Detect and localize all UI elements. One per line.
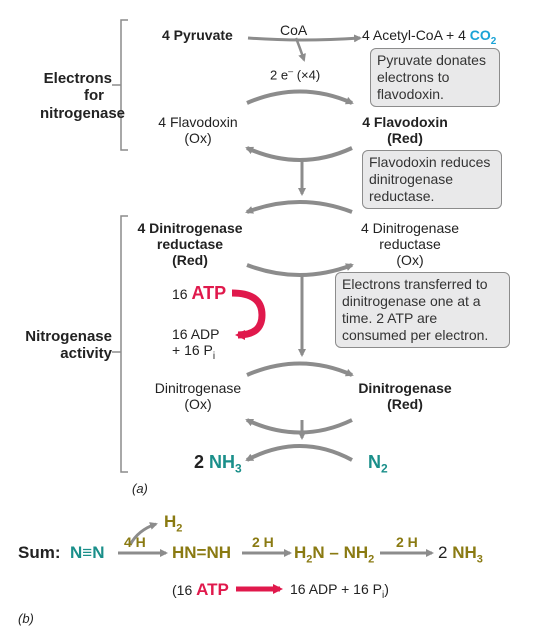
reductase-ox-line2: reductase xyxy=(379,236,441,253)
electrons-sup: – xyxy=(288,66,294,76)
side-label-electrons-line1: Electrons xyxy=(43,70,112,87)
atp-count: 16 xyxy=(172,286,192,302)
adp-line1: 16 ADP xyxy=(172,326,220,342)
reductase-ox-line3: (Ox) xyxy=(396,252,424,269)
ammonia-sub: 3 xyxy=(235,461,242,476)
reductase-ox-line1: 4 Dinitrogenase xyxy=(360,220,460,236)
electrons-text: 2 e xyxy=(270,67,289,83)
co2-label: CO2 xyxy=(469,27,497,47)
diazene: HN=NH xyxy=(172,543,232,562)
adp-b-sub: i xyxy=(381,589,385,601)
ammonia-final-text: NH xyxy=(452,543,477,562)
arrow-flavo-bottom xyxy=(245,146,353,162)
h2-sub: 2 xyxy=(176,522,183,535)
box-pyruvate-donates: Pyruvate donates electrons to flavodoxin… xyxy=(370,48,500,107)
ammonia-product: 2 NH3 xyxy=(194,452,242,476)
side-label-electrons: Electrons for nitrogenase xyxy=(40,70,126,122)
paren-open-text: (16 xyxy=(172,582,197,598)
side-label-electrons-line2: for xyxy=(84,87,104,105)
adp-line2: + 16 Pi xyxy=(172,342,219,362)
dinitrogenase-red-line1: Dinitrogenase xyxy=(358,380,452,396)
ammonia-count: 2 xyxy=(194,452,210,472)
adp-line2-text: + 16 P xyxy=(172,342,213,359)
step1-4h: 4 H xyxy=(124,534,146,550)
atp-label: 16 ATP xyxy=(172,283,226,304)
sum-label: Sum: xyxy=(18,543,61,562)
box-electrons-transferred: Electrons transferred to dinitrogenase o… xyxy=(335,272,510,348)
side-label-nitrogenase: Nitrogenase activity xyxy=(20,328,112,363)
acetyl-coa-label: 4 Acetyl-CoA + 4 CO2 xyxy=(362,27,496,47)
hydrazine-n: N – NH xyxy=(312,543,369,562)
co2-text: CO xyxy=(469,27,491,43)
flavodoxin-red-line2: (Red) xyxy=(387,130,423,147)
ammonia-text: NH xyxy=(209,452,236,472)
dinitrogenase-red: Dinitrogenase (Red) xyxy=(350,380,460,412)
ammonia-final: 2 NH3 xyxy=(438,543,483,566)
side-label-nitrogenase-line2: activity xyxy=(60,345,112,363)
panel-a-label: (a) xyxy=(132,481,148,496)
hydrazine-h: H xyxy=(294,543,307,562)
dinitrogenase-ox-line2: (Ox) xyxy=(184,396,212,413)
ammonia-final-sub: 3 xyxy=(476,553,483,566)
arrow-dinitro-top xyxy=(246,361,354,377)
flavodoxin-ox-line1: 4 Flavodoxin xyxy=(158,114,238,130)
nitrogen-text: N xyxy=(368,452,381,472)
electrons-mult: (×4) xyxy=(293,67,321,83)
arrow-pyruvate-acetyl xyxy=(247,34,362,43)
coa-label: CoA xyxy=(280,22,308,38)
h2-text: H xyxy=(164,512,177,531)
n-triple-bond: N≡N xyxy=(70,543,105,562)
dinitrogenase-reductase-red: 4 Dinitrogenase reductase (Red) xyxy=(130,220,250,268)
arrow-n2-nh3 xyxy=(245,444,353,462)
bracket-electrons xyxy=(120,19,128,151)
arrow-h2-release xyxy=(128,522,158,546)
electrons-label: 2 e– (×4) xyxy=(270,66,320,83)
arrow-reductase-bottom xyxy=(246,263,354,277)
flavodoxin-red-line1: 4 Flavodoxin xyxy=(362,114,448,130)
arrow-coa xyxy=(294,37,306,62)
reductase-red-line1: 4 Dinitrogenase xyxy=(137,220,243,236)
bracket-nitrogenase xyxy=(120,215,128,473)
reductase-red-line3: (Red) xyxy=(172,252,208,269)
arrow-dinitro-bottom xyxy=(245,418,353,435)
side-label-nitrogenase-line1: Nitrogenase xyxy=(25,328,112,345)
nitrogen-sub: 2 xyxy=(381,461,388,476)
acetyl-text: 4 Acetyl-CoA + 4 xyxy=(362,27,470,43)
hydrazine-n-sub: 2 xyxy=(368,553,375,566)
flavodoxin-ox-line2: (Ox) xyxy=(184,130,212,147)
nitrogen-substrate: N2 xyxy=(368,452,388,476)
step2-2h: 2 H xyxy=(252,534,274,550)
co2-sub: 2 xyxy=(490,35,497,47)
adp-line2-sub: i xyxy=(212,350,216,362)
hydrazine-h-sub: 2 xyxy=(306,553,313,566)
dinitrogenase-reductase-ox: 4 Dinitrogenase reductase (Ox) xyxy=(350,220,470,268)
h2-byproduct: H2 xyxy=(164,512,182,535)
ammonia-final-count: 2 xyxy=(438,543,453,562)
paren-close: ) xyxy=(384,581,389,597)
atp-b-text: ATP xyxy=(196,580,229,599)
arrow-reductase-top xyxy=(245,200,353,214)
atp-hydrolysis-arrow xyxy=(231,289,266,340)
arrow-flavo-top xyxy=(246,89,354,105)
adp-label: 16 ADP + 16 Pi xyxy=(172,326,219,362)
adp-b-label: 16 ADP + 16 Pi) xyxy=(290,581,389,601)
pyruvate-label: 4 Pyruvate xyxy=(162,27,233,43)
atp-text: ATP xyxy=(191,283,227,303)
flavodoxin-red: 4 Flavodoxin (Red) xyxy=(350,114,460,146)
reductase-red-line2: reductase xyxy=(156,236,224,253)
hydrazine: H2N – NH2 xyxy=(294,543,374,566)
side-label-electrons-line3: nitrogenase xyxy=(40,104,126,122)
atp-paren-open: (16 ATP xyxy=(172,580,229,600)
dinitrogenase-ox: Dinitrogenase (Ox) xyxy=(148,380,248,412)
step3-2h: 2 H xyxy=(396,534,418,550)
box-flavodoxin-reduces: Flavodoxin reduces dinitrogenase reducta… xyxy=(362,150,502,209)
adp-b-text: 16 ADP + 16 P xyxy=(290,581,382,597)
dinitrogenase-red-line2: (Red) xyxy=(387,396,423,413)
panel-b-label: (b) xyxy=(18,611,34,626)
dinitrogenase-ox-line1: Dinitrogenase xyxy=(154,380,242,396)
flavodoxin-ox: 4 Flavodoxin (Ox) xyxy=(148,114,248,146)
